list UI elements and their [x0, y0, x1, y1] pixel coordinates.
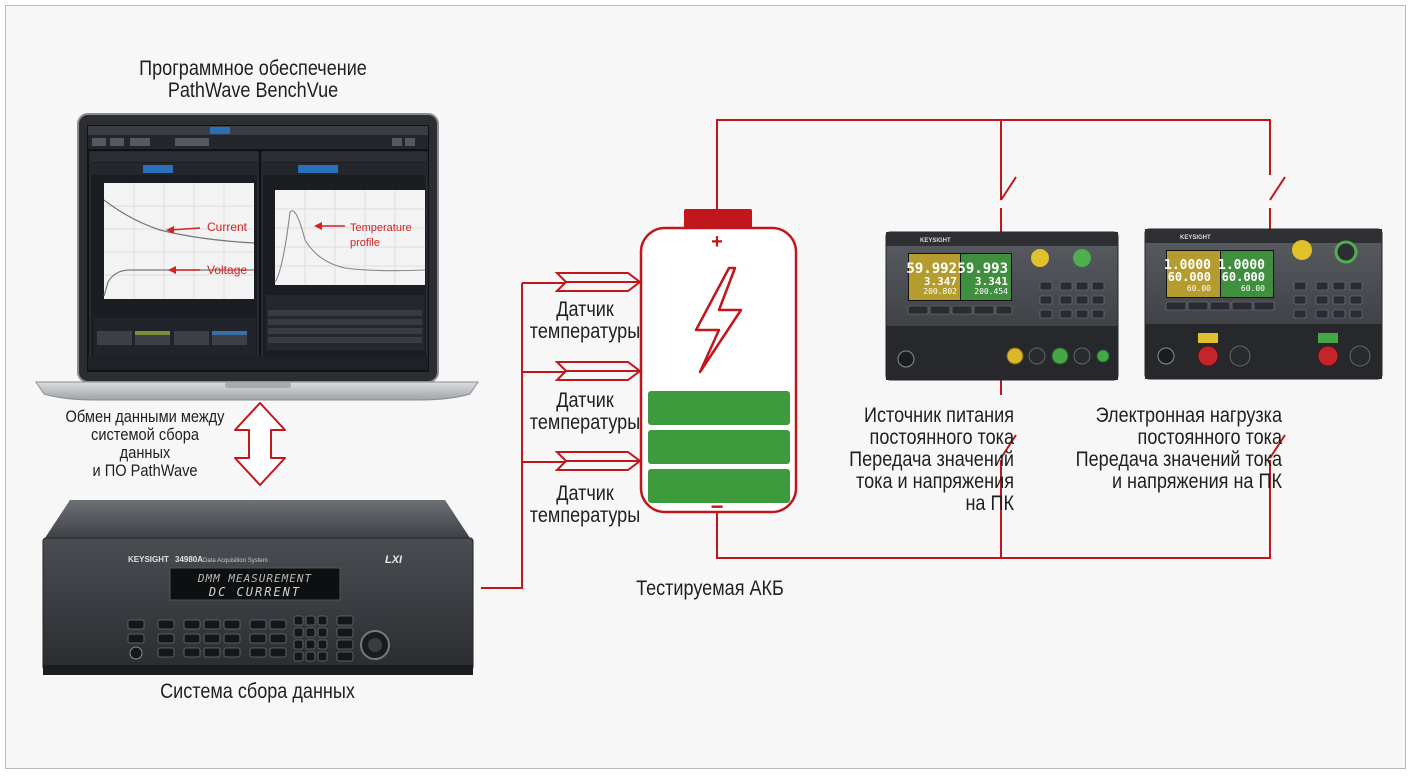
psu-label-line4: тока и напряжения [856, 470, 1014, 493]
sensor-label-3-line2: температуры [529, 504, 641, 527]
software-label-line1: Программное обеспечение [139, 57, 367, 80]
sensor-label-2-line1: Датчик [556, 389, 614, 412]
psu-ch2-current: 3.341 [975, 275, 1008, 288]
dc-power-supply: KEYSIGHT 59.992 3.347 200.802 59.993 3.3… [885, 231, 1119, 381]
sensor-label-1-line2: температуры [529, 320, 641, 343]
psu-label-line1: Источник питания [864, 404, 1014, 427]
battery-plus-sign: + [711, 231, 723, 253]
battery-negative-wire [716, 460, 1271, 559]
sensor-label-2-line2: температуры [529, 411, 641, 434]
exchange-label-line3: данных [119, 443, 171, 462]
psu-ch2-power: 200.454 [974, 287, 1008, 296]
eload-label-line3: Передача значений тока [1075, 448, 1282, 471]
eload-ch2-voltage: 60.000 [1222, 270, 1265, 284]
eload-brand: KEYSIGHT [1180, 235, 1211, 241]
current-annotation: Current [166, 220, 248, 234]
psu-label: Источник питания постоянного тока Переда… [816, 405, 1014, 515]
battery: + − [639, 209, 798, 519]
eload-label-line4: и напряжения на ПК [1111, 470, 1282, 493]
software-label: Программное обеспечение PathWave BenchVu… [121, 58, 384, 102]
battery-under-test-text: Тестируемая АКБ [636, 577, 784, 600]
daq-system-label: Система сбора данных [135, 681, 380, 703]
psu-output-terminals [1006, 347, 1110, 365]
current-label: Current [207, 220, 248, 234]
psu-switch-top [1000, 176, 1017, 201]
voltage-label: Voltage [207, 263, 247, 277]
battery-charge-bar [648, 469, 790, 503]
daq-brand: KEYSIGHT [128, 555, 169, 564]
laptop: Current Voltage [35, 113, 479, 401]
battery-charge-bar [648, 430, 790, 464]
load-switch-top [1269, 176, 1286, 201]
psu-switch-bottom [1000, 434, 1017, 459]
psu-label-line5: на ПК [965, 492, 1014, 515]
psu-ch2-voltage: 59.993 [957, 261, 1008, 277]
eload-ch1-current: 1.0000 [1164, 258, 1211, 273]
wiring [481, 119, 1286, 589]
sensor-probe-2 [554, 361, 642, 381]
sensor-label-3-line1: Датчик [556, 482, 614, 505]
daq-display-line1: DMM MEASUREMENT [197, 572, 313, 585]
eload-input-terminals [1197, 333, 1371, 367]
psu-label-line3: Передача значений [849, 448, 1014, 471]
sensor-label-1-line1: Датчик [556, 298, 614, 321]
sensor-probe-3 [554, 451, 642, 471]
psu-label-line2: постоянного тока [869, 426, 1014, 449]
load-switch-bottom [1269, 434, 1286, 459]
daq-system-label-text: Система сбора данных [160, 680, 355, 703]
eload-label-line1: Электронная нагрузка [1095, 404, 1282, 427]
daq-top [45, 500, 470, 538]
temperature-curve [274, 210, 426, 283]
daq-model: 34980A [175, 555, 203, 564]
lightning-icon [694, 266, 743, 374]
electronic-load: KEYSIGHT 1.0000 60.000 60.00 1.0000 60.0… [1144, 228, 1383, 380]
temperature-label-line2: profile [350, 237, 380, 249]
daq-model-desc: Data Acquisition System [203, 558, 268, 564]
exchange-label-line4: и ПО PathWave [92, 461, 198, 480]
voltage-annotation: Voltage [168, 263, 247, 277]
laptop-notch [225, 382, 291, 388]
battery-under-test-label: Тестируемая АКБ [615, 578, 804, 600]
psu-brand: KEYSIGHT [920, 238, 951, 244]
temperature-annotation: Temperature profile [314, 222, 412, 249]
eload-label-line2: постоянного тока [1137, 426, 1282, 449]
battery-terminal [684, 209, 752, 229]
exchange-label-line2: системой сбора [91, 425, 199, 444]
laptop-base [35, 381, 479, 401]
daq-display-line2: DC CURRENT [208, 585, 301, 599]
data-exchange-arrow [234, 402, 286, 486]
psu-ch1-current: 3.347 [924, 275, 957, 288]
psu-ch1-power: 200.802 [923, 287, 957, 296]
data-exchange-label: Обмен данными между системой сбора данны… [55, 408, 236, 480]
psu-ch1-voltage: 59.992 [906, 261, 957, 277]
daq-keypad [127, 615, 354, 662]
eload-ch2-current: 1.0000 [1218, 258, 1265, 273]
daq-sensor-bus [481, 283, 523, 589]
sensor-label-3: Датчик температуры [529, 483, 641, 527]
sensor-label-1: Датчик температуры [529, 299, 641, 343]
sensor-probe-1 [554, 272, 642, 292]
daq-instrument: KEYSIGHT 34980A Data Acquisition System … [42, 500, 474, 675]
daq-lxi-logo: LXI [385, 554, 403, 566]
battery-positive-wire [716, 119, 1271, 210]
battery-charge-bar [648, 391, 790, 425]
daq-display [169, 567, 341, 601]
current-curve [103, 199, 255, 244]
eload-label: Электронная нагрузка постоянного тока Пе… [1039, 405, 1282, 493]
software-label-line2: PathWave BenchVue [167, 79, 339, 102]
eload-ch1-voltage: 60.000 [1168, 270, 1211, 284]
battery-charge-bars [648, 391, 790, 503]
eload-ch1-set: 60.00 [1187, 284, 1211, 293]
sensor-label-2: Датчик температуры [529, 390, 641, 434]
voltage-curve [103, 269, 254, 297]
daq-power-button [129, 646, 143, 660]
eload-ch2-set: 60.00 [1241, 284, 1265, 293]
temperature-label-line1: Temperature [350, 222, 412, 234]
exchange-label-line1: Обмен данными между [65, 407, 225, 426]
